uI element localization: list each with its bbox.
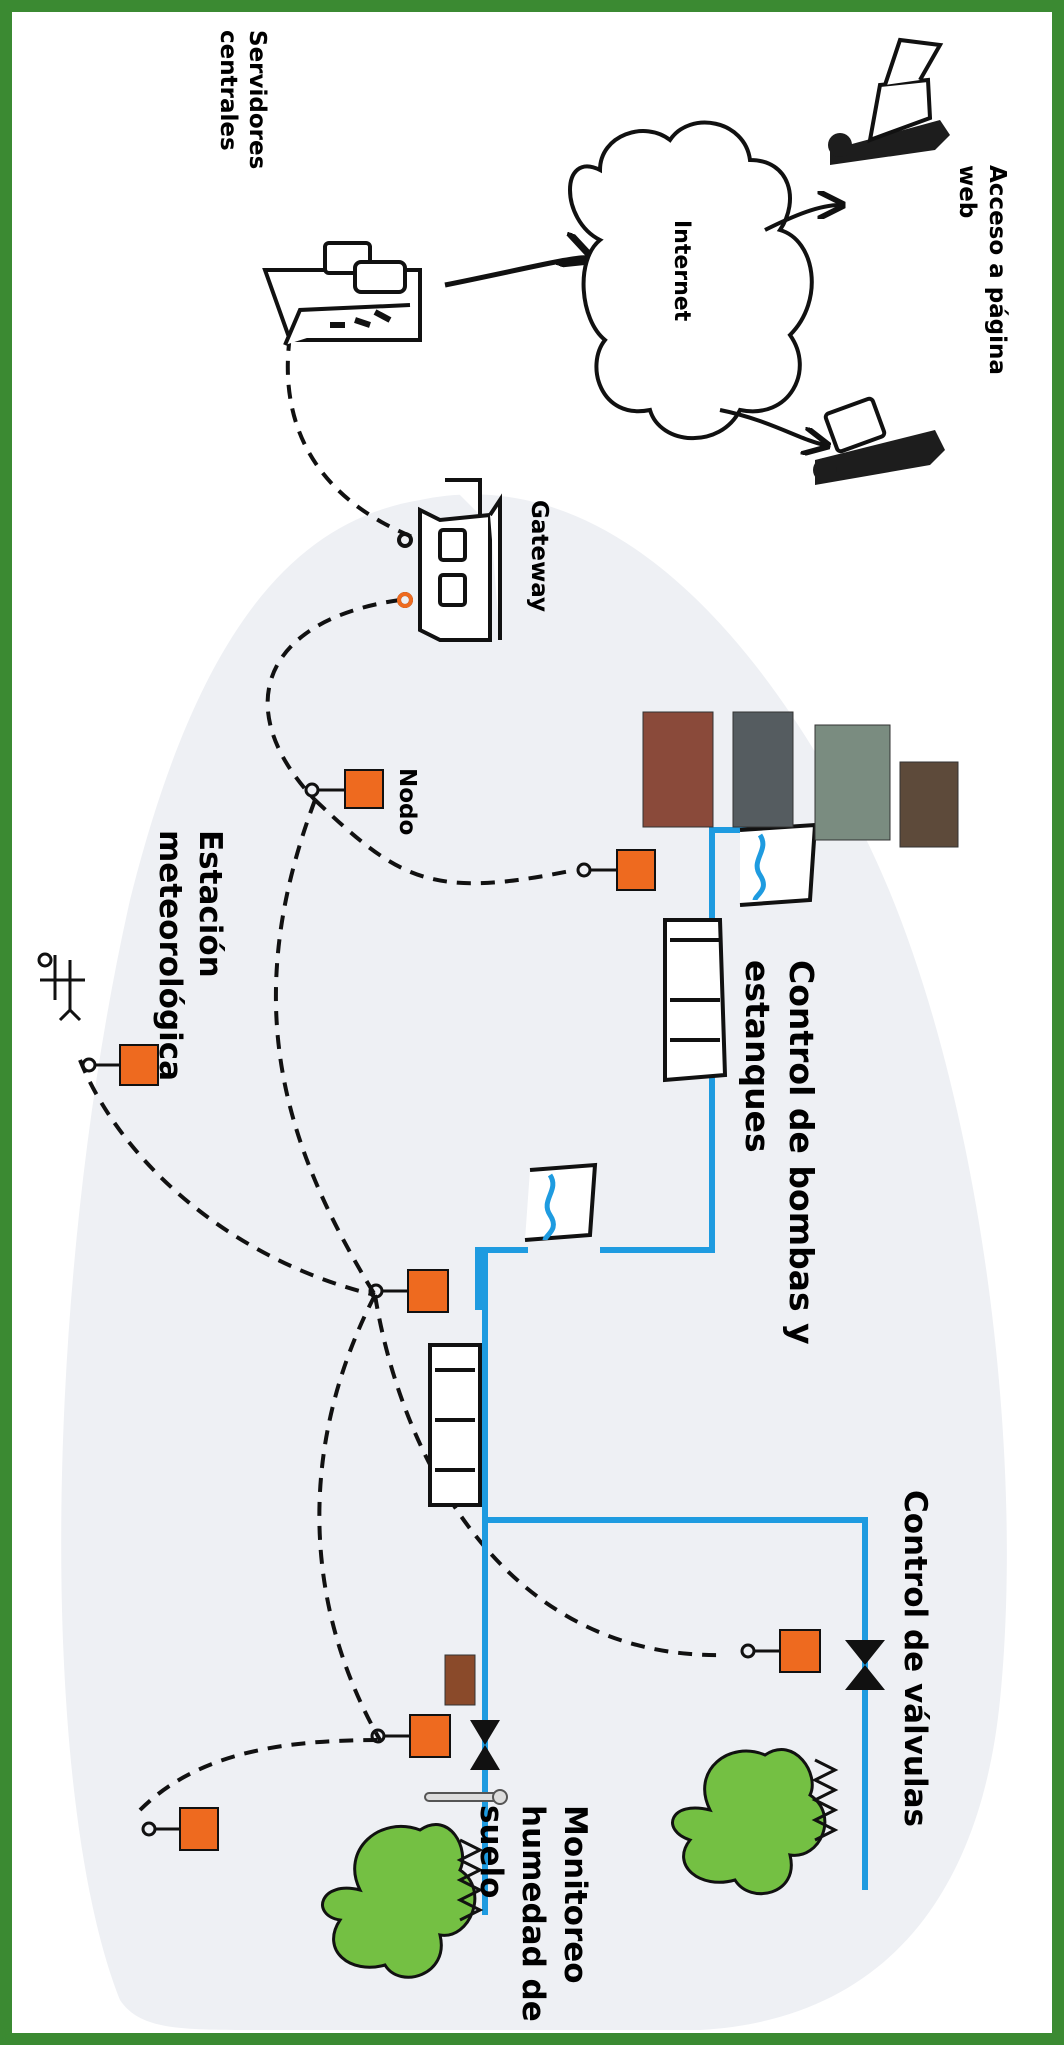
gateway-antenna-icon (397, 592, 413, 608)
water-pipes (475, 827, 868, 1915)
label-bombas: Control de bombas y estanques (738, 960, 821, 1356)
label-gateway: Gateway (526, 500, 552, 612)
tank-water (542, 833, 766, 1241)
photo-soil (444, 1654, 476, 1706)
label-valvulas: Control de válvulas (897, 1490, 933, 1827)
server-icon (262, 241, 422, 346)
link-hub-valve-node (373, 1294, 726, 1658)
link-server-gateway (285, 289, 421, 542)
roots (456, 1758, 839, 1922)
label-nodo: Nodo (394, 768, 420, 835)
photo-installation (814, 724, 891, 841)
node-valve-icon (779, 1629, 821, 1673)
sensor-nodes (119, 769, 821, 1851)
node-pump-icon (616, 849, 656, 891)
web-user-laptop-icon (828, 37, 950, 165)
label-internet: Internet (669, 220, 694, 322)
label-estacion: Estación meteorológica (152, 830, 228, 1081)
label-acceso-web: Acceso a página web (954, 165, 1010, 383)
link-gateway-node (265, 598, 401, 802)
pipe-top (475, 1247, 528, 1310)
link-weather-hub (78, 1059, 376, 1297)
arrow-server-internet (444, 258, 588, 288)
hub-controller-icon (428, 1343, 482, 1507)
link-node-hub (273, 799, 377, 1297)
valve-right-icon (845, 1640, 885, 1690)
arrow-internet-user1 (764, 205, 840, 232)
node-main-icon (344, 769, 384, 809)
valves (470, 1640, 885, 1770)
site-photos (444, 711, 959, 1706)
photo-control-panel (732, 711, 794, 828)
weather-station-icon (37, 952, 85, 1022)
node-antennas (81, 782, 780, 1837)
node-hub-icon (407, 1269, 449, 1313)
node-soil-extra-icon (179, 1807, 219, 1851)
label-humedad: Monitoreo humedad de suelo (473, 1805, 593, 2033)
pipe-valve-branch (485, 1517, 868, 1890)
web-user-device-icon (813, 396, 945, 485)
tank-center-icon (524, 1162, 598, 1242)
link-node-pump-node (313, 798, 576, 886)
tree-right-icon (671, 1748, 827, 1896)
pump-controllers (428, 918, 728, 1507)
valve-soil-icon (470, 1720, 500, 1770)
trees (321, 1748, 827, 1979)
node-soil-icon (409, 1714, 451, 1758)
arrow-internet-user2 (719, 408, 825, 445)
photo-field (899, 761, 959, 848)
photo-pump-room (642, 711, 714, 828)
tree-left-icon (321, 1823, 477, 1979)
label-servidores: Servidores centrales (215, 30, 270, 177)
internet-cloud-icon (568, 120, 814, 441)
radio-links (78, 289, 726, 1812)
gateway-icon (397, 478, 502, 642)
soil-probe-icon (424, 1789, 508, 1805)
tank-pump-icon (739, 822, 818, 907)
link-soil-extra (138, 1738, 381, 1812)
